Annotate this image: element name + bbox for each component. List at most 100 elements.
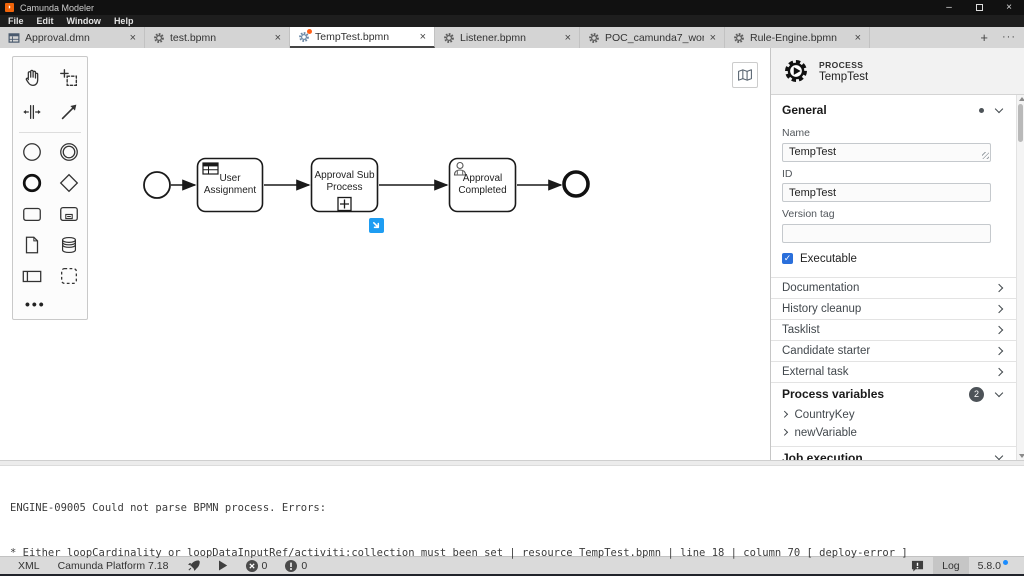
scroll-down-icon[interactable] [1018,454,1024,458]
log-toggle-button[interactable]: Log [933,557,969,574]
feedback-button[interactable] [902,557,933,574]
create-group[interactable] [50,260,87,291]
error-count: 0 [261,559,268,572]
create-end-event[interactable] [13,167,50,198]
drilldown-overlay-button[interactable] [369,218,384,233]
variable-countrykey[interactable]: CountryKey [771,406,1016,424]
tab-label: POC_camunda7_workflow [605,31,704,44]
maximize-button[interactable] [964,0,994,15]
group-external-task[interactable]: External task [771,360,1016,382]
warning-count-indicator[interactable]: 0 [276,557,316,574]
menu-file[interactable]: File [8,16,24,26]
menu-bar: File Edit Window Help [0,15,1024,27]
create-data-object[interactable] [13,229,50,260]
error-count-indicator[interactable]: 0 [237,557,277,574]
tab-rule-engine-bpmn[interactable]: Rule-Engine.bpmn × [725,27,870,48]
edited-dot-icon [979,107,984,113]
properties-scrollbar[interactable] [1016,95,1024,460]
lasso-tool[interactable] [50,61,87,95]
group-general[interactable]: General [771,99,1016,121]
group-process-variables[interactable]: Process variables 2 [771,381,1016,406]
space-tool[interactable] [13,95,50,129]
close-tab-icon[interactable]: × [129,31,136,44]
scrollbar-thumb[interactable] [1018,104,1023,142]
hand-tool[interactable] [13,61,50,95]
id-input[interactable] [782,183,991,202]
deploy-button[interactable] [178,557,209,574]
tab-temptest-bpmn-active[interactable]: TempTest.bpmn × [290,27,435,48]
textarea-resize-grip[interactable] [982,151,989,159]
process-icon [785,60,807,82]
close-tab-icon[interactable]: × [274,31,281,44]
drilldown-arrow-icon [373,222,380,229]
maximize-icon [975,4,983,11]
close-tab-icon[interactable]: × [564,31,571,44]
minimize-button[interactable]: – [946,1,952,13]
unsaved-changes-dot [307,28,312,34]
task-user-assignment-shape[interactable] [196,157,264,213]
close-window-button[interactable]: × [1006,1,1012,13]
chevron-down-icon [994,104,1004,113]
tab-approval-dmn[interactable]: Approval.dmn × [0,27,145,48]
play-icon [218,560,228,571]
tab-poc-camunda7-workflow[interactable]: POC_camunda7_workflow × [580,27,725,48]
tab-listener-bpmn[interactable]: Listener.bpmn × [435,27,580,48]
menu-edit[interactable]: Edit [36,16,54,26]
name-input[interactable] [782,142,991,162]
subprocess-approval-shape[interactable] [310,157,379,213]
close-tab-icon[interactable]: × [854,31,861,44]
xml-view-toggle[interactable]: XML [0,557,49,574]
status-bar: XML Camunda Platform 7.18 0 0 Log [0,556,1024,576]
chevron-down-icon [994,451,1004,460]
tab-bar: Approval.dmn × test.bpmn × TempTest.bpmn… [0,27,1024,48]
new-tab-button[interactable]: + [980,30,988,45]
xml-label: XML [18,559,40,572]
group-job-execution[interactable]: Job execution [771,445,1016,460]
start-event-shape[interactable] [143,171,171,199]
bpmn-gear-icon [443,32,455,44]
start-instance-button[interactable] [209,557,237,574]
create-intermediate-event[interactable] [50,136,87,167]
create-start-event[interactable] [13,136,50,167]
version-tag-input[interactable] [782,223,991,243]
close-tab-icon[interactable]: × [709,31,716,44]
dmn-table-icon [8,32,20,44]
chevron-right-icon [994,304,1004,313]
version-button[interactable]: 5.8.0 [969,557,1014,574]
group-tasklist[interactable]: Tasklist [771,318,1016,340]
element-type-label: PROCESS [819,59,864,70]
group-documentation[interactable]: Documentation [771,276,1016,298]
warning-count: 0 [301,559,308,572]
collapsed-subprocess-marker-icon[interactable] [337,196,352,212]
create-subprocess[interactable] [50,198,87,229]
log-resize-handle[interactable] [0,461,1024,466]
global-connect-tool[interactable] [50,95,87,129]
close-tab-icon[interactable]: × [419,30,426,43]
create-gateway[interactable] [50,167,87,198]
tab-test-bpmn[interactable]: test.bpmn × [145,27,290,48]
executable-checkbox[interactable]: ✓ [782,253,793,264]
minimap-toggle-button[interactable] [732,62,758,88]
group-history-cleanup[interactable]: History cleanup [771,297,1016,319]
create-participant[interactable] [13,260,50,291]
task-approval-completed-shape[interactable] [448,157,517,213]
create-data-store[interactable] [50,229,87,260]
tab-overflow-menu-button[interactable]: ··· [1002,31,1016,43]
chevron-right-icon [781,429,788,436]
engine-platform-button[interactable]: Camunda Platform 7.18 [49,557,178,574]
tab-label: Approval.dmn [25,31,90,44]
bpmn-gear-icon [733,32,745,44]
log-panel: ENGINE-09005 Could not parse BPMN proces… [0,460,1024,559]
window-title: Camunda Modeler [20,2,95,13]
menu-window[interactable]: Window [66,16,101,26]
variable-newvariable[interactable]: newVariable [771,424,1016,442]
bpmn-diagram [143,157,590,213]
more-tools-button[interactable]: ••• [25,296,46,312]
menu-help[interactable]: Help [113,16,134,26]
end-event-shape[interactable] [562,170,590,198]
business-rule-task-icon [202,162,219,175]
scroll-up-icon[interactable] [1018,97,1024,101]
group-candidate-starter[interactable]: Candidate starter [771,339,1016,361]
bpmn-canvas[interactable]: ••• [0,48,770,460]
create-task[interactable] [13,198,50,229]
